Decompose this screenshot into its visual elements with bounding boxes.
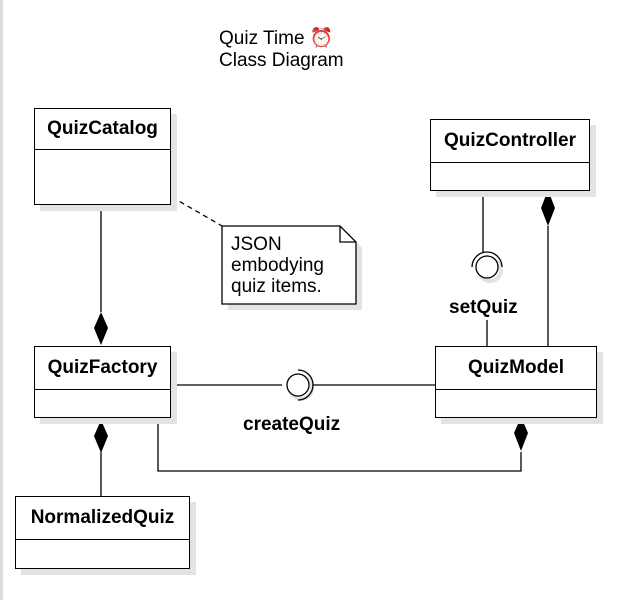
class-name-quiz-model: QuizModel	[436, 347, 596, 390]
class-name-quiz-catalog: QuizCatalog	[35, 109, 170, 150]
class-quiz-model[interactable]: QuizModel	[435, 346, 597, 418]
interface-label-create-quiz: createQuiz	[243, 414, 341, 435]
composition-diamond-model-bottom	[514, 417, 528, 451]
factory-model-link	[157, 417, 522, 472]
create-quiz-lollipop	[286, 373, 310, 397]
title-line-1: Quiz Time ⏰	[219, 28, 334, 49]
class-name-normalized-quiz: NormalizedQuiz	[16, 497, 189, 540]
class-quiz-catalog[interactable]: QuizCatalog	[34, 108, 171, 205]
note-shape	[221, 225, 357, 305]
class-quiz-controller[interactable]: QuizController	[430, 119, 590, 191]
class-name-quiz-factory: QuizFactory	[35, 347, 170, 390]
set-quiz-lollipop	[475, 255, 499, 279]
note-line-1: JSON	[231, 234, 282, 255]
class-normalized-quiz[interactable]: NormalizedQuiz	[15, 496, 190, 569]
note-fold	[339, 226, 356, 243]
diagram-title: Quiz Time ⏰ Class Diagram	[219, 28, 344, 72]
class-quiz-factory[interactable]: QuizFactory	[34, 346, 171, 418]
create-quiz-socket	[297, 369, 314, 401]
left-border	[0, 0, 3, 600]
set-quiz-socket	[471, 251, 503, 268]
class-name-quiz-controller: QuizController	[431, 120, 589, 163]
note-line-3: quiz items.	[231, 276, 322, 297]
composition-diamond-factory-top	[94, 312, 108, 345]
composition-diamond-factory-bottom	[94, 420, 108, 453]
note-line-2: embodying	[231, 255, 324, 276]
composition-diamond-controller	[541, 190, 555, 226]
title-line-2: Class Diagram	[219, 50, 344, 71]
note-anchor-line	[171, 196, 223, 227]
note-text: JSON embodying quiz items.	[231, 234, 324, 297]
interface-label-set-quiz: setQuiz	[449, 297, 518, 318]
